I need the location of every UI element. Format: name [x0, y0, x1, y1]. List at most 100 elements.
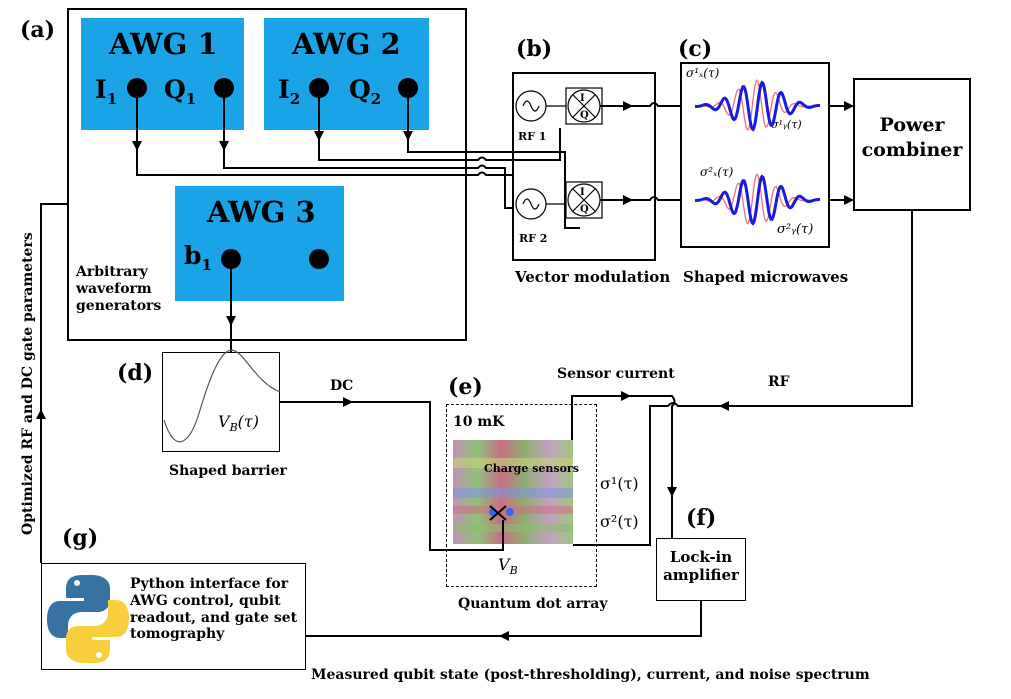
awg2-i-text: I	[278, 75, 290, 104]
iq1-i-label: I	[580, 93, 585, 104]
rf2-sine	[522, 198, 540, 210]
python-line-1: Python interface for	[130, 576, 289, 592]
sensor-current-label: Sensor current	[557, 366, 675, 382]
awg-caption-line-1: Arbitrary	[76, 264, 148, 280]
awg3-b-sub: 1	[201, 256, 212, 274]
barrier-vb-label: VB(τ)	[218, 412, 259, 435]
awg3-title: AWG 3	[207, 195, 316, 229]
python-box	[41, 563, 306, 670]
rf1-sine	[522, 100, 540, 112]
power-combiner-line-2: combiner	[861, 138, 963, 161]
awg-caption-line-2: waveform	[76, 280, 152, 297]
mw1-blue-wave	[694, 80, 821, 132]
awg1-q-text: Q	[164, 75, 186, 104]
awg2-title: AWG 2	[292, 27, 401, 61]
wire-i2	[318, 88, 561, 161]
vector-modulation-box	[512, 72, 656, 261]
sigma2-label: σ²(τ)	[600, 512, 639, 531]
wire-q1	[223, 88, 512, 209]
awg1-i-sub: 1	[106, 90, 118, 108]
shaped-barrier-caption: Shaped barrier	[169, 463, 287, 479]
shaped-microwaves-caption: Shaped microwaves	[683, 268, 849, 286]
charge-sensors-label: Charge sensors	[484, 462, 579, 475]
python-line-3: readout, and gate set	[130, 609, 298, 626]
iq2-cross	[572, 188, 596, 212]
rf1-label: RF 1	[518, 130, 547, 143]
mw2-blue-wave	[694, 174, 821, 226]
wire-dc	[280, 401, 504, 551]
shaped-barrier-box	[162, 352, 280, 452]
sigma-x2-label: σ²ₓ(τ)	[700, 165, 734, 179]
awg3-block: AWG 3 b1	[175, 186, 344, 301]
awg3-b-text: b	[184, 241, 202, 270]
wire-feedback	[40, 203, 67, 563]
qd-vb-label: VB	[498, 555, 518, 578]
panel-label-c: (c)	[678, 36, 713, 62]
python-logo	[47, 575, 129, 663]
lockin-line-1: Lock-in	[669, 548, 733, 566]
awg1-block: AWG 1 I1 Q1	[81, 18, 244, 130]
rf-label: RF	[768, 374, 790, 390]
power-combiner-label: Power combiner	[853, 113, 971, 162]
panel-label-d: (d)	[117, 360, 154, 386]
awg3-spare-port	[309, 249, 329, 269]
awg1-q1-label: Q1	[164, 75, 196, 108]
awg2-q2-label: Q2	[349, 75, 381, 108]
sigma-y2-label: σ²ᵧ(τ)	[777, 222, 814, 237]
awg-caption-line-3: generators	[76, 297, 162, 314]
qd-caption: Quantum dot array	[458, 596, 608, 612]
rf2-label: RF 2	[519, 232, 548, 245]
awg1-i-text: I	[95, 75, 107, 104]
dc-label: DC	[330, 378, 354, 394]
wire-rf	[573, 211, 913, 546]
lockin-line-2: amplifier	[663, 566, 739, 584]
python-line-4: tomography	[130, 626, 225, 643]
wire-q2	[407, 88, 580, 229]
sigma-x1-label: σ¹ₓ(τ)	[686, 66, 720, 80]
awg2-i2-label: I2	[278, 75, 300, 108]
panel-label-e: (e)	[448, 374, 483, 400]
wire-iq2-out	[600, 196, 680, 201]
sigma1-label: σ¹(τ)	[600, 474, 639, 493]
awg1-q-sub: 1	[185, 90, 197, 108]
mw2-red-wave	[699, 173, 810, 225]
iq2-q-label: Q	[580, 204, 589, 215]
qd-dashed-box	[446, 404, 597, 587]
awg2-block: AWG 2 I2 Q2	[264, 18, 429, 130]
qd-chip-image	[453, 440, 573, 544]
qd-dots	[489, 505, 514, 521]
iq-box-2	[565, 181, 603, 219]
python-line-2: AWG control, qubit	[130, 592, 281, 609]
iq2-i-label: I	[580, 187, 585, 198]
power-combiner-box	[853, 78, 971, 211]
mw1-red-wave	[699, 79, 810, 131]
sigma-y1-label: σ¹ᵧ(τ)	[771, 118, 802, 131]
panel-label-f: (f)	[686, 505, 717, 531]
wire-measured	[306, 601, 702, 637]
python-text: Python interface for AWG control, qubit …	[130, 576, 297, 643]
iq1-cross	[572, 94, 596, 118]
wire-i1	[136, 88, 512, 176]
barrier-curve	[163, 349, 281, 443]
awg1-i1-label: I1	[95, 75, 117, 108]
panel-label-b: (b)	[516, 36, 553, 62]
chip-band-top	[453, 458, 573, 468]
awg2-q-text: Q	[349, 75, 371, 104]
chip-band-low	[453, 524, 573, 532]
panel-label-g: (g)	[62, 525, 99, 551]
panel-label-a: (a)	[20, 17, 56, 43]
awg2-i-sub: 2	[289, 90, 301, 108]
qd-temp-label: 10 mK	[453, 414, 505, 430]
shaped-microwaves-box	[680, 62, 830, 248]
power-combiner-line-1: Power	[879, 114, 945, 136]
vector-modulation-caption: Vector modulation	[515, 268, 671, 286]
wire-iq1-out	[600, 102, 680, 107]
wire-sensor	[571, 395, 676, 538]
lockin-label: Lock-in amplifier	[656, 548, 746, 584]
chip-band-mid	[453, 488, 573, 498]
awg1-title: AWG 1	[109, 27, 218, 61]
awg2-q-sub: 2	[370, 90, 382, 108]
iq1-q-label: Q	[580, 110, 589, 121]
